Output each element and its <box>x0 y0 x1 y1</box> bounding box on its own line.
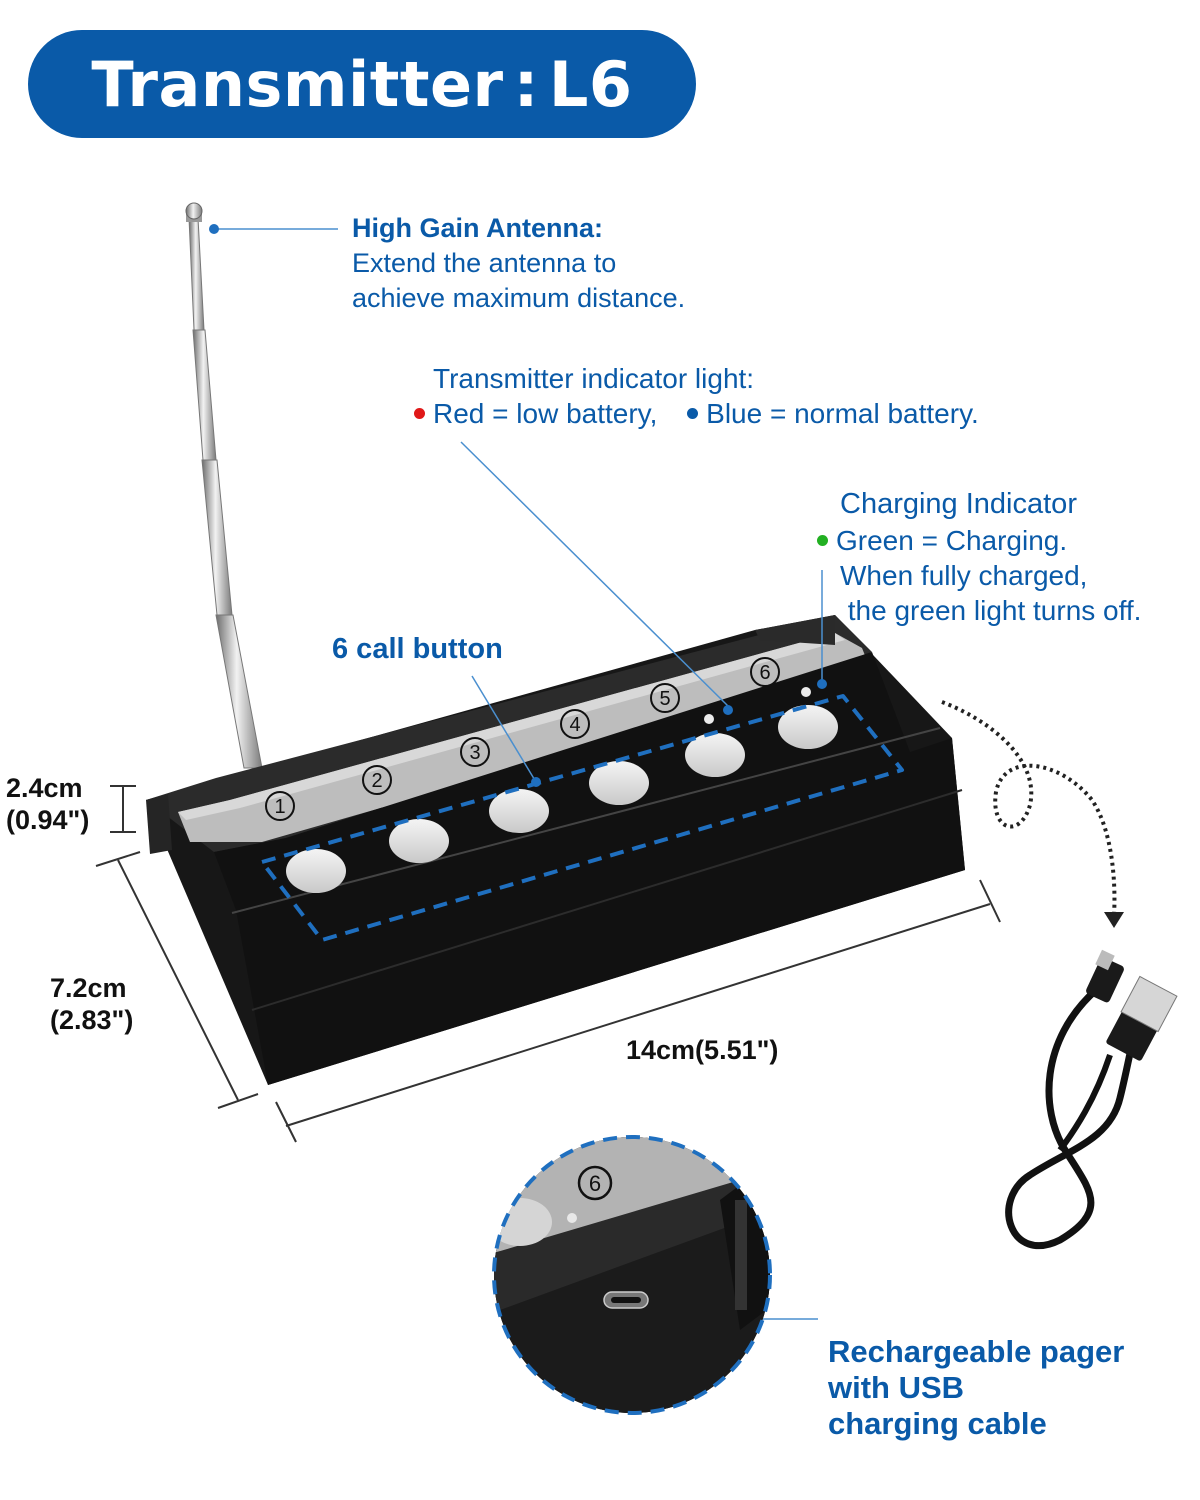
usb-line-1: Rechargeable pager <box>828 1334 1125 1369</box>
call-button-1 <box>286 849 346 893</box>
call-button-label: 6 call button <box>332 633 503 665</box>
red-dot-icon <box>414 408 425 420</box>
call-button-5 <box>685 733 745 777</box>
depth-cm: 7.2cm <box>50 973 127 1003</box>
height-dimension: 2.4cm (0.94") <box>6 772 89 836</box>
usb-label: Rechargeable pager with USB charging cab… <box>828 1334 1124 1442</box>
button-number-4: 4 <box>569 714 580 736</box>
title-banner: Transmitter:L6 <box>28 30 696 138</box>
button-number-5: 5 <box>659 688 670 710</box>
button-number-1: 1 <box>274 796 285 818</box>
charging-line-3: the green light turns off. <box>840 595 1142 626</box>
width-dimension: 14cm(5.51") <box>626 1035 779 1065</box>
green-dot-icon <box>817 535 828 547</box>
depth-dimension: 7.2cm (2.83") <box>50 972 133 1036</box>
title-text: Transmitter <box>91 47 504 121</box>
charging-line-1: Green = Charging. <box>836 525 1068 556</box>
call-button-4 <box>589 761 649 805</box>
antenna-line-1: Extend the antenna to <box>352 248 617 278</box>
height-in: (0.94") <box>6 805 90 835</box>
closeup-button-number: 6 <box>589 1171 601 1196</box>
call-buttons <box>286 705 838 893</box>
indicator-red-text: Red = low battery, <box>433 398 658 429</box>
antenna-label: High Gain Antenna: Extend the antenna to… <box>352 211 685 316</box>
usb-line-3: charging cable <box>828 1406 1047 1441</box>
call-button-highlight <box>260 694 904 942</box>
button-number-6: 6 <box>759 662 770 684</box>
charging-heading: Charging Indicator <box>840 488 1077 520</box>
call-button-3 <box>489 789 549 833</box>
depth-in: (2.83") <box>50 1005 134 1035</box>
title-separator: : <box>513 47 539 121</box>
dimension-lines <box>95 785 1001 1143</box>
transmitter-body <box>146 615 965 1085</box>
charging-line-1-wrap: Green = Charging. <box>817 523 1067 558</box>
cable-arrow <box>941 700 1117 917</box>
usb-port-closeup: 6 <box>492 1135 772 1415</box>
call-button-6 <box>778 705 838 749</box>
antenna-line-2: achieve maximum distance. <box>352 283 686 313</box>
height-cm: 2.4cm <box>6 773 83 803</box>
charging-line-2: When fully charged, <box>840 560 1088 591</box>
blue-dot-icon <box>687 408 699 420</box>
call-button-2 <box>389 819 449 863</box>
indicator-heading: Transmitter indicator light: <box>433 363 755 394</box>
leader-lines <box>214 228 823 1320</box>
usb-cable-icon <box>1005 949 1178 1250</box>
antenna <box>185 202 263 769</box>
usb-line-2: with USB <box>828 1370 965 1405</box>
transmitter-led <box>704 714 714 724</box>
indicator-legend: Red = low battery, Blue = normal battery… <box>414 396 979 431</box>
charging-led <box>801 687 811 697</box>
button-number-2: 2 <box>371 770 382 792</box>
antenna-heading: High Gain Antenna: <box>352 213 603 243</box>
button-number-3: 3 <box>469 742 480 764</box>
indicator-blue-text: Blue = normal battery. <box>706 398 979 429</box>
title-model: L6 <box>548 47 633 121</box>
button-number-labels: 1 2 3 4 5 6 <box>265 657 780 821</box>
